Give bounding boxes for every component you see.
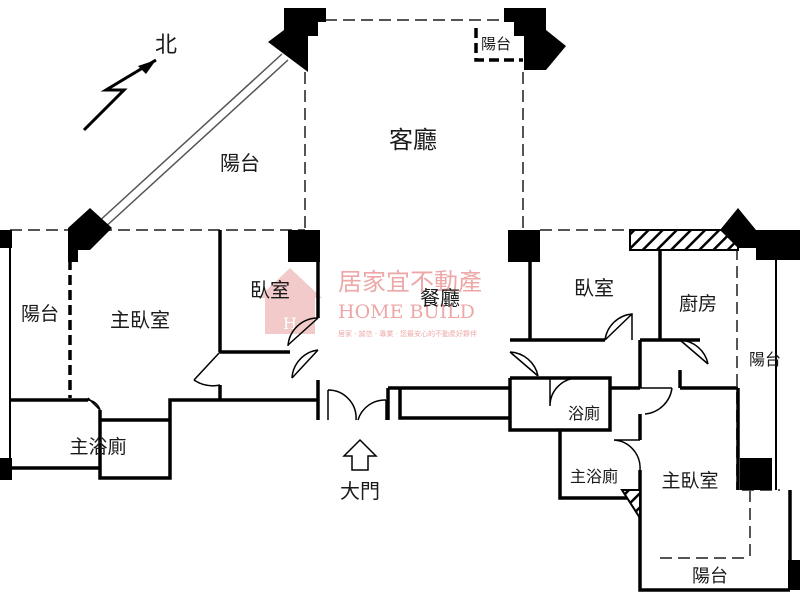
door-bathroom	[549, 377, 579, 407]
label-bottom-balcony: 陽台	[692, 566, 728, 587]
watermark: H 居家宜不動產 HOME BUILD 居家 · 誠信 · 專業 · 您最安心的…	[258, 268, 482, 338]
entrance-arrow-icon	[342, 438, 378, 471]
house-logo-icon: H	[258, 268, 322, 334]
label-top-balcony: 陽台	[481, 35, 511, 53]
label-bathroom: 浴廁	[568, 404, 600, 423]
label-master-bedroom-right: 主臥室	[661, 470, 718, 492]
hatched-corner	[620, 489, 641, 522]
door-dining-left-upper	[287, 317, 319, 347]
door-kitchen-upper	[604, 313, 633, 341]
label-entrance: 大門	[340, 479, 380, 503]
door-kitchen-right	[679, 339, 709, 365]
door-bedroom-left	[193, 351, 221, 387]
label-balcony-right: 陽台	[749, 350, 781, 369]
watermark-brand-en: HOME BUILD	[338, 301, 475, 323]
north-arrow-icon	[82, 58, 157, 132]
label-master-bath-left: 主浴廁	[69, 435, 126, 458]
label-living-balcony: 陽台	[220, 151, 260, 175]
label-bedroom-left: 臥室	[250, 278, 290, 302]
label-living-room: 客廳	[389, 126, 437, 154]
label-master-bath-right: 主浴廁	[570, 467, 618, 486]
door-bedroom-right	[509, 351, 539, 377]
hatched-wall	[629, 229, 739, 251]
walls	[10, 230, 792, 592]
door-main-entrance	[327, 389, 387, 421]
svg-text:H: H	[283, 314, 297, 333]
watermark-tagline: 居家 · 誠信 · 專業 · 您最安心的不動產好夥伴	[338, 329, 477, 338]
balcony-rail	[95, 53, 289, 231]
compass-label: 北	[155, 33, 177, 58]
door-dining-left-lower	[291, 349, 319, 379]
door-master-bath-right	[613, 439, 641, 471]
compass: 北	[82, 33, 177, 132]
room-labels: 客廳 陽台 陽台 主臥室 臥室 餐廳 陽台 主浴廁 臥室 廚房 陽台 浴廁 主浴…	[21, 35, 781, 587]
watermark-brand: 居家宜不動產	[338, 268, 482, 296]
columns	[0, 8, 800, 590]
door-master-bedroom-right	[640, 387, 673, 415]
label-bedroom-right: 臥室	[574, 276, 614, 300]
doors	[87, 313, 709, 471]
thick-dashed-boundaries	[68, 28, 523, 398]
door-master-bath-left	[87, 397, 101, 411]
label-kitchen: 廚房	[679, 292, 717, 315]
label-balcony-left: 陽台	[21, 303, 59, 325]
label-dining-room: 餐廳	[420, 286, 460, 310]
label-master-bedroom-left: 主臥室	[110, 308, 170, 332]
